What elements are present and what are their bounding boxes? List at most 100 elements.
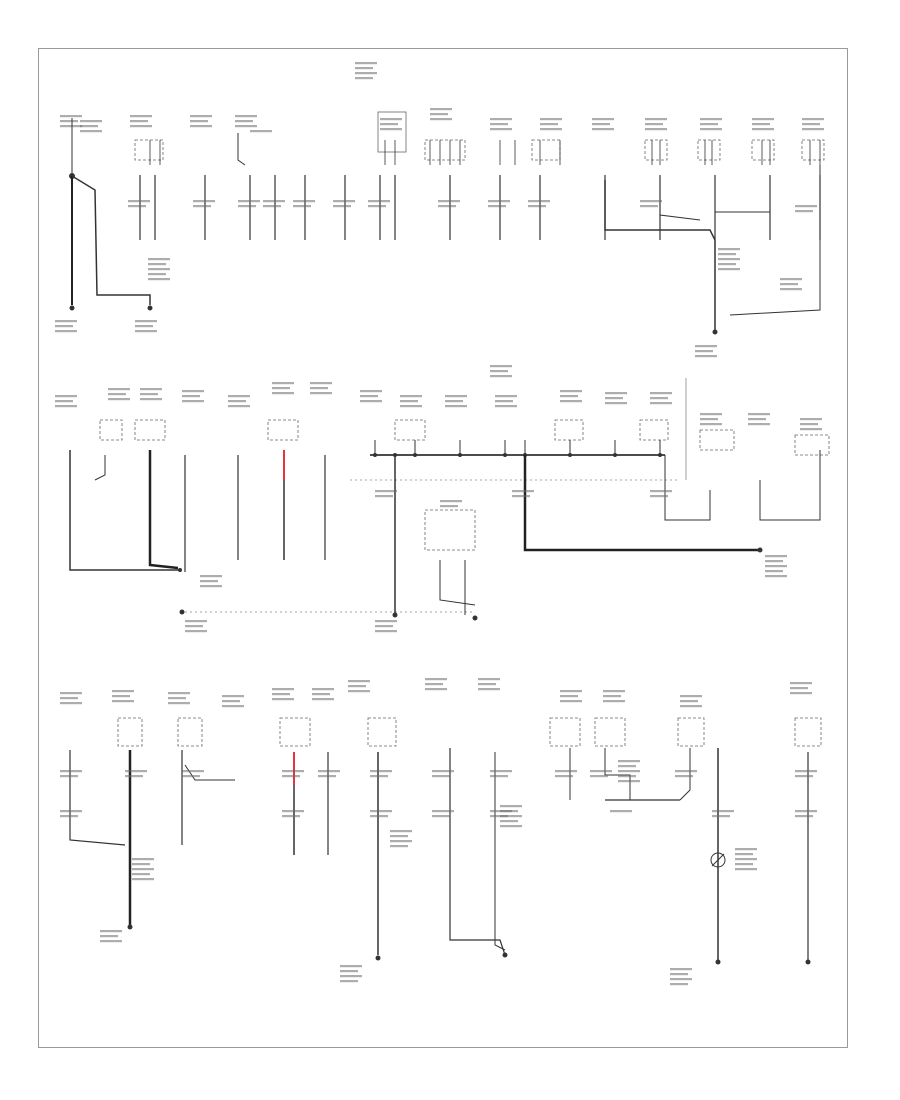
component-label	[272, 382, 294, 385]
component-box	[267, 419, 299, 441]
component-label	[55, 395, 77, 398]
splice-label	[200, 585, 222, 588]
component-label	[310, 382, 332, 385]
splice-dot	[503, 453, 507, 457]
component-label	[190, 120, 208, 123]
wire-label	[368, 205, 386, 208]
section-title	[490, 375, 512, 378]
component-label	[790, 692, 812, 695]
wire-label	[128, 200, 150, 203]
component-label	[445, 395, 467, 398]
component-label	[272, 688, 294, 691]
wire	[184, 764, 235, 781]
splice-label	[500, 820, 518, 823]
diagram-frame	[38, 48, 848, 1048]
component-label	[60, 120, 78, 123]
component-label	[605, 402, 627, 405]
splice-label	[618, 770, 640, 773]
splice-label	[148, 263, 166, 266]
component-box	[394, 419, 426, 441]
component-box	[639, 419, 669, 441]
component-label	[400, 405, 422, 408]
splice-dot	[568, 453, 572, 457]
component-label	[478, 688, 500, 691]
component-label	[130, 120, 148, 123]
splice-label	[780, 278, 802, 281]
wire-label	[795, 815, 813, 818]
component-label	[380, 118, 402, 121]
splice-label	[765, 570, 783, 573]
component-label	[478, 683, 496, 686]
component-label	[650, 392, 672, 395]
splice-label	[500, 805, 522, 808]
wire	[148, 450, 179, 570]
wire-label	[60, 775, 78, 778]
component-label	[560, 390, 582, 393]
wire	[449, 748, 506, 956]
wire-label	[375, 490, 397, 493]
component-label	[700, 413, 722, 416]
wire	[237, 133, 246, 166]
wire-label	[125, 775, 143, 778]
component-label	[490, 123, 508, 126]
ground-label	[135, 330, 157, 333]
component-label	[700, 418, 718, 421]
component-label	[560, 400, 582, 403]
wire-label	[512, 490, 534, 493]
component-label	[430, 108, 452, 111]
wire-label	[370, 810, 392, 813]
component-box	[99, 419, 123, 441]
component-label	[235, 125, 257, 128]
ground-label	[695, 350, 713, 353]
wire-label	[282, 775, 300, 778]
component-box	[117, 717, 143, 747]
wire-label	[193, 205, 211, 208]
wire-label	[555, 770, 577, 773]
wire-label	[590, 770, 612, 773]
component-box	[377, 111, 407, 153]
component-label	[790, 687, 808, 690]
wire	[604, 180, 716, 330]
component-label	[445, 400, 463, 403]
component-label	[348, 690, 370, 693]
wire-label	[375, 495, 393, 498]
component-label	[222, 695, 244, 698]
component-label	[348, 680, 370, 683]
wire-label	[795, 775, 813, 778]
component-label	[440, 505, 458, 508]
component-box	[644, 139, 668, 161]
component-label	[168, 692, 190, 695]
component-label	[748, 423, 770, 426]
wire-label	[282, 810, 304, 813]
wire	[69, 750, 126, 846]
component-box	[697, 139, 721, 161]
component-label	[140, 398, 162, 401]
component-label	[800, 418, 822, 421]
wire-label	[488, 205, 506, 208]
component-label	[540, 123, 558, 126]
diode-symbol	[710, 852, 726, 868]
wire-label	[490, 770, 512, 773]
ground-point	[712, 329, 718, 335]
component-label	[680, 695, 702, 698]
component-label	[700, 423, 722, 426]
component-label	[108, 388, 130, 391]
component-label	[540, 118, 562, 121]
ground-point	[127, 924, 133, 930]
wire-label	[438, 200, 460, 203]
splice-label	[148, 268, 170, 271]
component-label	[495, 400, 513, 403]
wire-label	[675, 770, 697, 773]
wire-label	[490, 815, 508, 818]
ground-label	[695, 345, 717, 348]
splice-label	[390, 840, 412, 843]
wire-label	[488, 200, 510, 203]
component-label	[680, 700, 698, 703]
component-label	[222, 705, 244, 708]
ground-label	[670, 968, 692, 971]
wire-label	[60, 810, 82, 813]
component-label	[380, 123, 398, 126]
component-label	[190, 125, 212, 128]
component-label	[800, 423, 818, 426]
component-label	[310, 387, 328, 390]
